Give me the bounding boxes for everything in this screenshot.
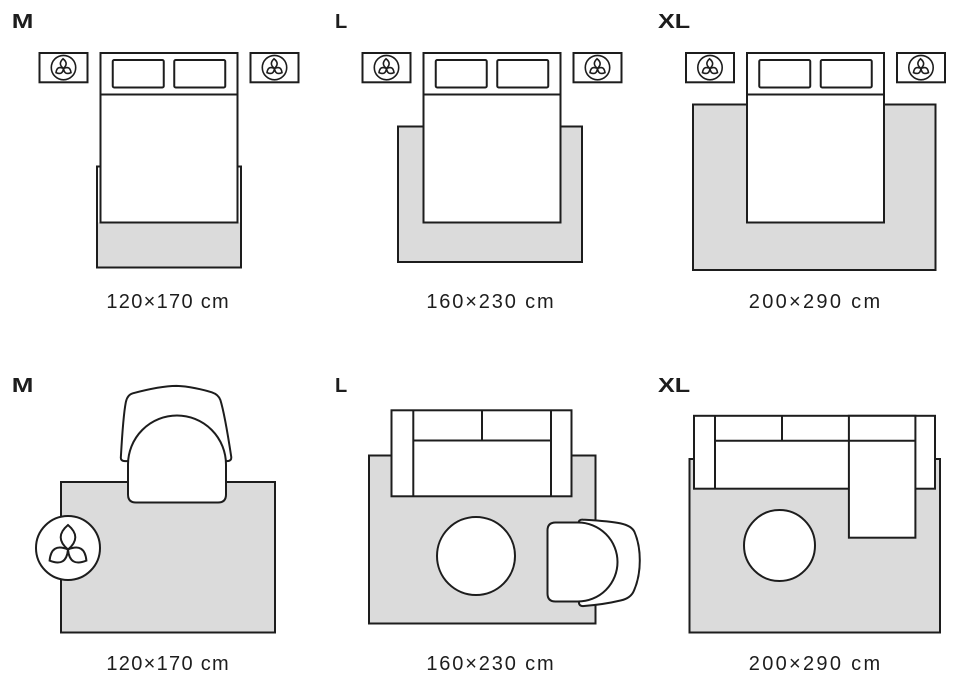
- svg-text:160×230 cm: 160×230 cm: [426, 291, 555, 313]
- svg-text:M: M: [12, 10, 34, 32]
- svg-text:M: M: [12, 374, 34, 396]
- svg-text:XL: XL: [658, 374, 690, 397]
- svg-text:120×170 cm: 120×170 cm: [106, 653, 230, 675]
- svg-text:120×170 cm: 120×170 cm: [106, 291, 230, 313]
- svg-text:L: L: [335, 11, 347, 33]
- svg-text:200×290 cm: 200×290 cm: [749, 653, 883, 675]
- svg-text:160×230 cm: 160×230 cm: [426, 653, 555, 675]
- svg-text:200×290 cm: 200×290 cm: [749, 291, 883, 313]
- svg-text:L: L: [335, 375, 347, 397]
- svg-text:XL: XL: [658, 10, 690, 33]
